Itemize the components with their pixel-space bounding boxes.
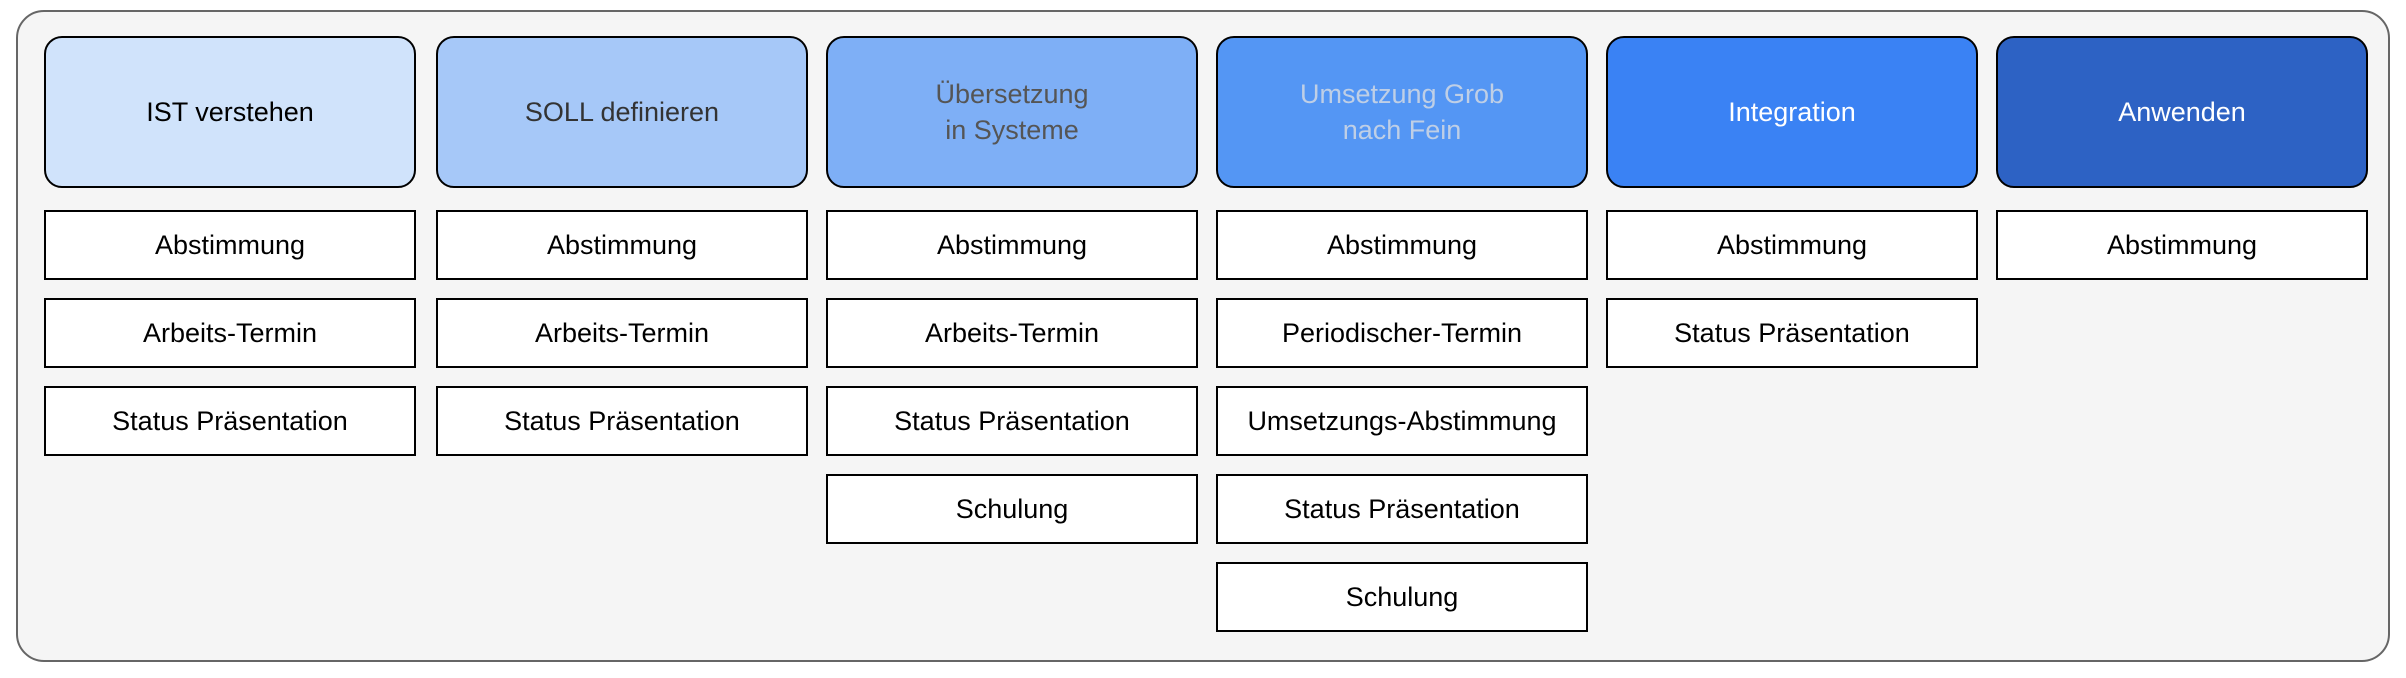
task-abstimmung: Abstimmung (44, 210, 416, 280)
task-status-praesentation: Status Präsentation (1216, 474, 1588, 544)
task-abstimmung: Abstimmung (1216, 210, 1588, 280)
task-status-praesentation: Status Präsentation (436, 386, 808, 456)
task-status-praesentation: Status Präsentation (1606, 298, 1978, 368)
phase-column-anwenden: Anwenden Abstimmung (1996, 36, 2368, 298)
task-arbeits-termin: Arbeits-Termin (826, 298, 1198, 368)
diagram-container: IST verstehen Abstimmung Arbeits-Termin … (16, 10, 2390, 662)
phase-column-uebersetzung: Übersetzung in Systeme Abstimmung Arbeit… (826, 36, 1198, 562)
phase-umsetzung: Umsetzung Grob nach Fein (1216, 36, 1588, 188)
phase-column-ist: IST verstehen Abstimmung Arbeits-Termin … (44, 36, 416, 474)
task-arbeits-termin: Arbeits-Termin (436, 298, 808, 368)
task-abstimmung: Abstimmung (826, 210, 1198, 280)
task-schulung: Schulung (1216, 562, 1588, 632)
task-status-praesentation: Status Präsentation (44, 386, 416, 456)
phase-column-soll: SOLL definieren Abstimmung Arbeits-Termi… (436, 36, 808, 474)
phase-anwenden: Anwenden (1996, 36, 2368, 188)
task-periodischer-termin: Periodischer-Termin (1216, 298, 1588, 368)
task-abstimmung: Abstimmung (1606, 210, 1978, 280)
task-arbeits-termin: Arbeits-Termin (44, 298, 416, 368)
phase-column-integration: Integration Abstimmung Status Präsentati… (1606, 36, 1978, 386)
phase-integration: Integration (1606, 36, 1978, 188)
phase-ist-verstehen: IST verstehen (44, 36, 416, 188)
task-abstimmung: Abstimmung (1996, 210, 2368, 280)
phase-column-umsetzung: Umsetzung Grob nach Fein Abstimmung Peri… (1216, 36, 1588, 650)
task-schulung: Schulung (826, 474, 1198, 544)
phase-soll-definieren: SOLL definieren (436, 36, 808, 188)
task-status-praesentation: Status Präsentation (826, 386, 1198, 456)
task-abstimmung: Abstimmung (436, 210, 808, 280)
task-umsetzungs-abstimmung: Umsetzungs-Abstimmung (1216, 386, 1588, 456)
phase-uebersetzung: Übersetzung in Systeme (826, 36, 1198, 188)
